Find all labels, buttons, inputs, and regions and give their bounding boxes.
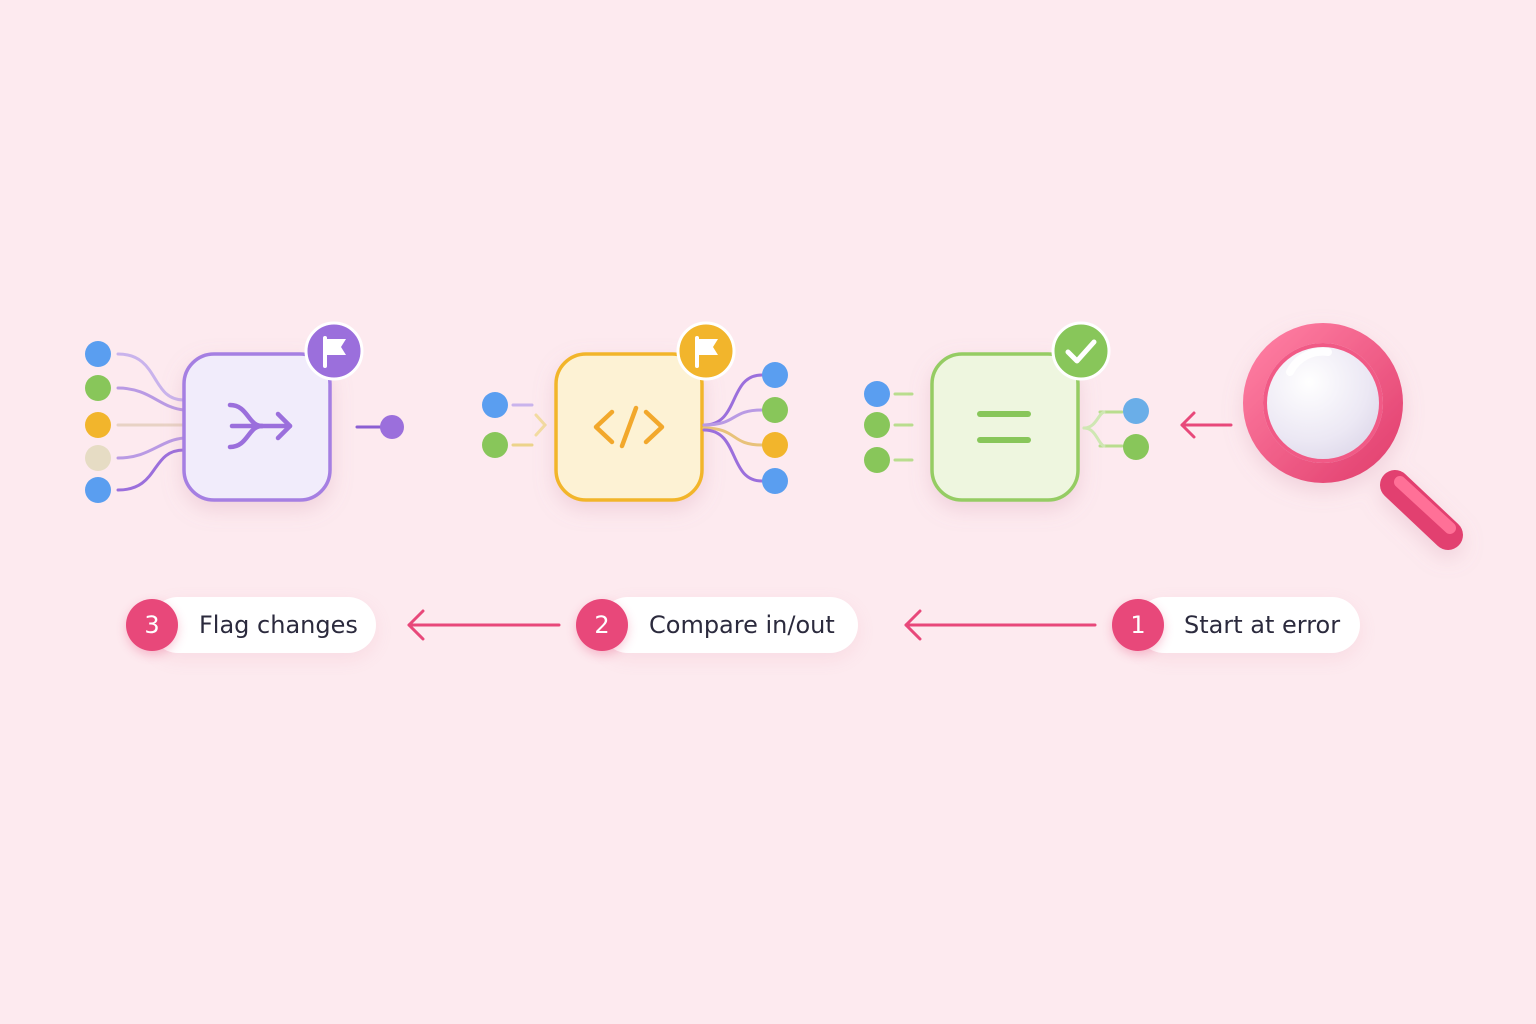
code-input-dot-green [482, 432, 508, 458]
step-arrow-1-to-2 [904, 609, 1097, 641]
merge-input-dot-blue [85, 341, 111, 367]
magnifier-arrow [1180, 411, 1233, 439]
equals-output-dot-blue [1123, 398, 1149, 424]
equals-node-box [930, 352, 1080, 502]
code-output-dot-yellow [762, 432, 788, 458]
step-2-pill [600, 597, 858, 653]
code-brackets-icon [593, 405, 665, 449]
step-2-label: Compare in/out [649, 611, 835, 639]
equals-node [864, 321, 1149, 502]
code-flag-badge [676, 321, 736, 381]
code-node [482, 321, 788, 502]
equals-output-dot-green [1123, 434, 1149, 460]
merge-arrow-icon [227, 402, 293, 450]
step-3-label: Flag changes [199, 611, 358, 639]
merge-input-connectors [116, 352, 186, 492]
step-3-pill [150, 597, 376, 653]
code-input-chevron [534, 413, 548, 437]
merge-input-dot-yellow [85, 412, 111, 438]
code-output-dot-green [762, 397, 788, 423]
step-1-pill [1136, 597, 1360, 653]
merge-flag-badge [304, 321, 364, 381]
magnifying-glass-icon [1243, 323, 1463, 550]
merge-output-dot [380, 415, 404, 439]
equals-check-badge [1051, 321, 1111, 381]
merge-input-dot-green [85, 375, 111, 401]
check-icon [1065, 339, 1097, 364]
equals-input-dot-green [864, 412, 890, 438]
step-3-number: 3 [126, 599, 178, 651]
code-output-dot-blue [762, 362, 788, 388]
step-2-number: 2 [576, 599, 628, 651]
merge-node [85, 321, 404, 503]
equals-output-connectors [1082, 410, 1124, 448]
equals-input-dot-blue [864, 381, 890, 407]
step-1-label: Start at error [1184, 611, 1341, 639]
flag-icon [323, 336, 346, 368]
merge-input-dot-faded [85, 445, 111, 471]
equals-input-dot-green-2 [864, 447, 890, 473]
flag-icon [695, 336, 718, 368]
code-output-connectors [702, 373, 764, 483]
code-input-dot-blue [482, 392, 508, 418]
step-arrow-2-to-3 [407, 609, 561, 641]
equals-icon [977, 411, 1031, 443]
code-output-dot-blue-2 [762, 468, 788, 494]
merge-input-dot-blue-2 [85, 477, 111, 503]
step-1-number: 1 [1112, 599, 1164, 651]
